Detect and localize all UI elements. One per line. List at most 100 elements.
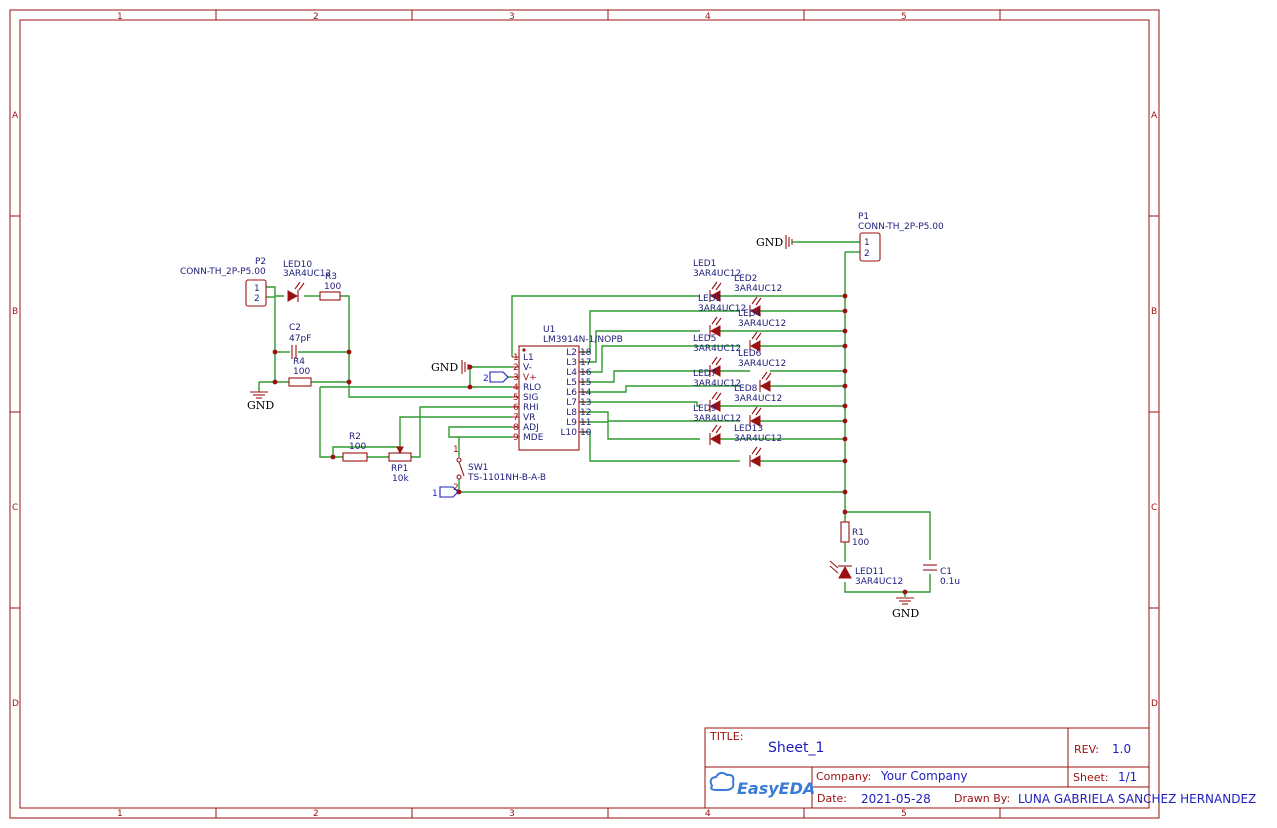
led-ref: LED7 (693, 369, 716, 379)
u1-pin-number: 5 (513, 393, 519, 403)
c2-value: 47pF (289, 334, 311, 344)
logo-text: EasyEDA (737, 779, 815, 798)
led-value: 3AR4UC12 (693, 344, 741, 354)
row-label-left: B (12, 307, 18, 317)
row-label-left: D (12, 699, 19, 709)
u1-pin-name: V- (523, 363, 532, 373)
led11-ref: LED11 (855, 567, 884, 577)
u1-pin-name: RHI (523, 403, 539, 413)
p2-ref: P2 (255, 257, 266, 267)
r4-ref: R4 (293, 357, 305, 367)
p2-pin2: 2 (254, 294, 260, 304)
c1-ref: C1 (940, 567, 952, 577)
resistor-r2[interactable]: R2 100 (342, 432, 368, 462)
net-flag-2[interactable]: 2 (483, 371, 509, 384)
easyeda-logo: EasyEDA (709, 771, 815, 798)
wires (258, 241, 931, 597)
net-flag-1[interactable]: 1 (432, 486, 459, 499)
gnd-symbol-mid: GND (431, 360, 469, 374)
led-value: 3AR4UC12 (738, 319, 786, 329)
u1-pin-name: VR (523, 413, 535, 423)
led10-ref: LED10 (283, 260, 312, 270)
u1-pin-name: L4 (566, 368, 577, 378)
date-label: Date: (817, 792, 847, 805)
led-ref: LED4 (738, 309, 762, 319)
net-flag-1-label: 1 (432, 489, 438, 499)
led-value: 3AR4UC12 (693, 414, 741, 424)
p1-pin2: 2 (864, 249, 870, 259)
gnd-label-bottom: GND (892, 607, 919, 620)
date-value: 2021-05-28 (861, 792, 931, 806)
led-ref: LED1 (693, 259, 716, 269)
u1-value: LM3914N-1/NOPB (543, 335, 623, 345)
row-label-left: C (12, 503, 18, 513)
led10[interactable]: LED10 3AR4UC12 (283, 260, 331, 302)
c2-ref: C2 (289, 323, 301, 333)
gnd-symbol-bottom: GND (892, 597, 919, 620)
capacitor-c1[interactable]: C1 0.1u (923, 564, 960, 587)
p2-value: CONN-TH_2P-P5.00 (180, 267, 266, 277)
drawn-by-value: LUNA GABRIELA SANCHEZ HERNANDEZ (1018, 792, 1256, 806)
title-block: TITLE: Sheet_1 REV: 1.0 Company: Your Co… (704, 727, 1256, 809)
u1-pin-number: 13 (580, 398, 591, 408)
u1-pin-number: 4 (513, 383, 519, 393)
r2-ref: R2 (349, 432, 361, 442)
u1-pin-number: 10 (580, 428, 592, 438)
resistor-r4[interactable]: R4 100 (288, 357, 312, 387)
col-label-bottom: 5 (901, 809, 907, 819)
u1-pin-number: 3 (513, 373, 519, 383)
u1-pin-number: 14 (580, 388, 592, 398)
led-value: 3AR4UC12 (734, 434, 782, 444)
sw1-value: TS-1101NH-B-A-B (467, 473, 546, 483)
led11[interactable]: LED11 3AR4UC12 (829, 560, 903, 587)
led-ref: LED3 (698, 294, 721, 304)
led-ref: LED2 (734, 274, 757, 284)
u1-pin-number: 2 (513, 363, 519, 373)
switch-sw1[interactable]: SW1 TS-1101NH-B-A-B 1 2 (453, 445, 546, 493)
connector-p2[interactable]: P2 CONN-TH_2P-P5.00 1 2 (180, 257, 267, 307)
p1-ref: P1 (858, 212, 869, 222)
u1-ref: U1 (543, 325, 555, 335)
led10-value: 3AR4UC12 (283, 269, 331, 279)
resistor-r3[interactable]: R3 100 (319, 272, 341, 301)
led-value: 3AR4UC12 (734, 284, 782, 294)
title-value: Sheet_1 (768, 740, 824, 756)
rev-value: 1.0 (1112, 742, 1131, 756)
gnd-symbol-left: GND (247, 391, 274, 412)
u1-pin-number: 6 (513, 403, 519, 413)
u1-pin-number: 12 (580, 408, 591, 418)
led-array: LED13AR4UC12LED23AR4UC12LED33AR4UC12LED4… (693, 259, 786, 467)
connector-p1[interactable]: P1 CONN-TH_2P-P5.00 1 2 (858, 212, 944, 262)
resistor-r1[interactable]: R1 100 (840, 521, 869, 548)
r4-value: 100 (293, 367, 310, 377)
potentiometer-rp1[interactable]: RP1 10k (388, 446, 412, 484)
col-label-bottom: 2 (313, 809, 319, 819)
sheet-value: 1/1 (1118, 770, 1137, 784)
r3-ref: R3 (325, 272, 337, 282)
u1-pin-name: L5 (566, 378, 577, 388)
col-label-top: 3 (509, 12, 515, 22)
rev-label: REV: (1074, 743, 1099, 756)
led-ref: LED6 (738, 349, 762, 359)
capacitor-c2[interactable]: C2 47pF (289, 323, 311, 359)
rp1-value: 10k (392, 474, 409, 484)
led-ref: LED13 (734, 424, 763, 434)
sw1-pin2: 2 (453, 483, 459, 493)
led-value: 3AR4UC12 (693, 269, 741, 279)
row-label-right: B (1151, 307, 1157, 317)
col-label-bottom: 1 (117, 809, 123, 819)
outer-border (9, 9, 1160, 819)
u1-pin-name: ADJ (523, 423, 539, 433)
